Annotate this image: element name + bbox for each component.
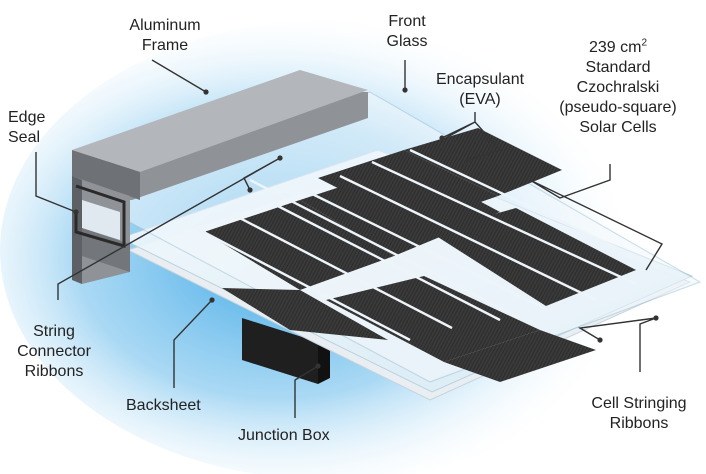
leader-dots bbox=[73, 87, 659, 369]
label-string-connector: String Connector Ribbons bbox=[17, 323, 91, 380]
leader-aluminum-frame bbox=[151, 59, 207, 93]
solar-cell bbox=[222, 288, 388, 340]
solar-cell bbox=[430, 208, 636, 306]
solar-cells bbox=[204, 128, 636, 382]
leader-backsheet bbox=[173, 299, 213, 388]
label-cell-stringing: Cell Stringing Ribbons bbox=[591, 395, 687, 432]
stringing-ribbons bbox=[195, 148, 661, 342]
label-aluminum-frame: Aluminum Frame bbox=[129, 17, 201, 54]
label-junction-box: Junction Box bbox=[238, 427, 330, 444]
solar-cell bbox=[204, 200, 394, 290]
label-encapsulant: Encapsulant (EVA) bbox=[435, 71, 525, 108]
aluminum-frame bbox=[72, 70, 368, 284]
label-front-glass: Front Glass bbox=[386, 13, 428, 50]
solar-cell bbox=[444, 330, 596, 382]
leader-junction-box bbox=[294, 365, 319, 418]
solar-cell bbox=[300, 164, 500, 256]
label-edge-seal: Edge Seal bbox=[8, 109, 46, 146]
label-solar-cells: 239 cm2 Standard Czochralski (pseudo-squ… bbox=[559, 37, 677, 136]
solar-cell bbox=[404, 128, 562, 196]
leader-edge-seal bbox=[35, 152, 77, 213]
label-backsheet: Backsheet bbox=[126, 397, 201, 414]
leader-solar-cells bbox=[529, 164, 664, 271]
